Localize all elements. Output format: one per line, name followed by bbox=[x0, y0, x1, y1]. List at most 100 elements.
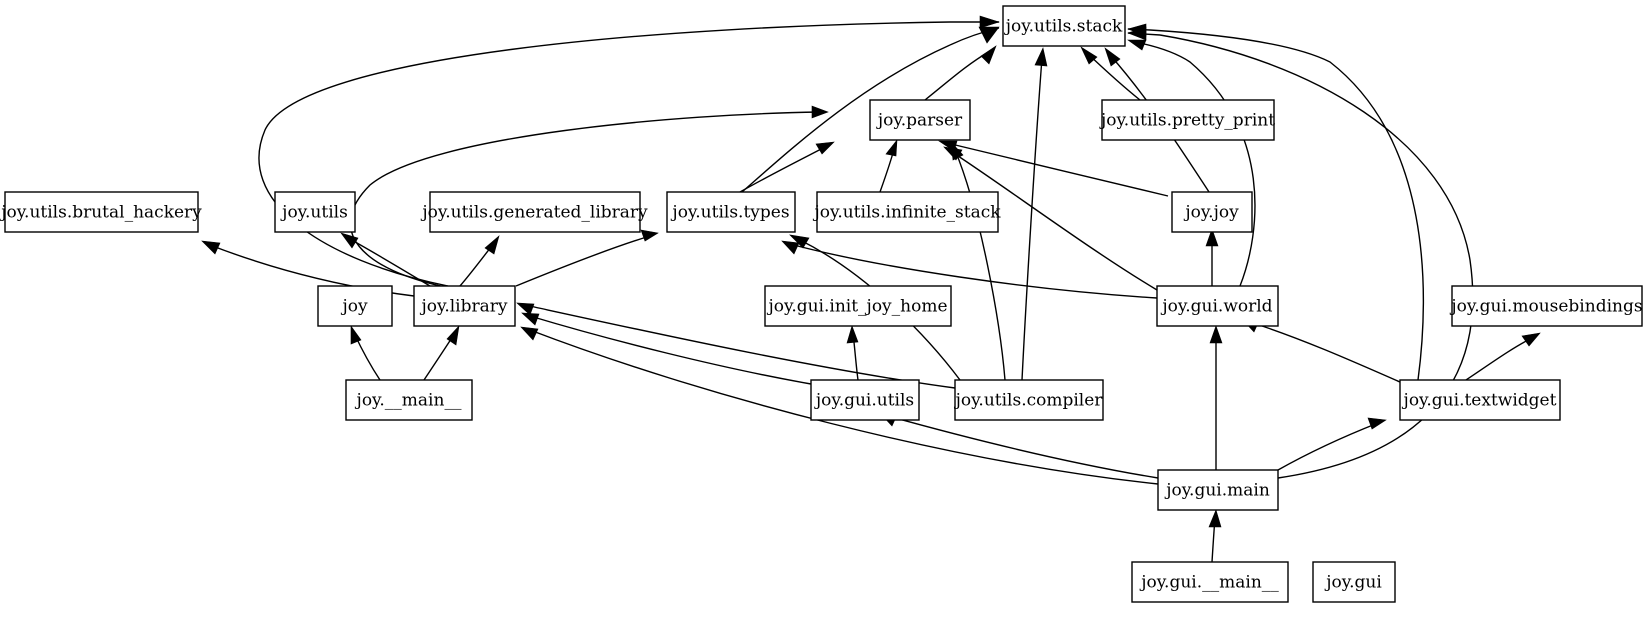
node-joy.parser[interactable]: joy.parser bbox=[869, 99, 971, 141]
arrowhead bbox=[978, 26, 1000, 44]
node-box[interactable] bbox=[274, 191, 356, 233]
node-label: joy.gui.utils bbox=[814, 391, 914, 411]
arrowhead bbox=[484, 235, 500, 255]
edge-joy.utils.types-to-joy.utils.stack-b bbox=[949, 27, 1000, 46]
arrowhead bbox=[789, 234, 810, 249]
node-label: joy.joy bbox=[1183, 203, 1239, 223]
edge-joy.parser-to-joy.utils.stack bbox=[924, 50, 991, 101]
node-box[interactable] bbox=[816, 191, 999, 233]
node-joy.utils.generated_library[interactable]: joy.utils.generated_library bbox=[420, 191, 648, 233]
node-label: joy.gui.__main__ bbox=[1139, 573, 1279, 593]
node-label: joy.utils.stack bbox=[1004, 17, 1123, 37]
node-joy.utils.compiler[interactable]: joy.utils.compiler bbox=[954, 379, 1104, 421]
edge-joy.joy-to-joy.parser bbox=[946, 142, 1169, 197]
edge-joy.gui.main-to-joy.library bbox=[529, 329, 1159, 485]
node-label: joy.utils.infinite_stack bbox=[812, 203, 1001, 223]
arrowhead bbox=[1521, 332, 1541, 347]
node-joy.library[interactable]: joy.library bbox=[413, 285, 516, 327]
node-box[interactable] bbox=[413, 285, 516, 327]
arrowhead bbox=[516, 302, 535, 316]
node-joy.utils.pretty_print[interactable]: joy.utils.pretty_print bbox=[1099, 99, 1275, 141]
edge-joy.utils.compiler-to-joy.parser bbox=[954, 149, 1006, 381]
node-box[interactable] bbox=[1399, 379, 1561, 421]
node-joy.gui.utils[interactable]: joy.gui.utils bbox=[810, 379, 920, 421]
node-box[interactable] bbox=[1156, 285, 1279, 327]
edge-joy.library-to-joy.utils.stack bbox=[258, 21, 951, 287]
node-box[interactable] bbox=[869, 99, 971, 141]
node-box[interactable] bbox=[666, 191, 796, 233]
arrowhead bbox=[1127, 39, 1147, 51]
node-box[interactable] bbox=[1131, 561, 1289, 603]
edge-joy.gui.utils-to-joy.library bbox=[529, 315, 812, 385]
node-joy.gui.textwidget[interactable]: joy.gui.textwidget bbox=[1399, 379, 1561, 421]
node-label: joy.utils.compiler bbox=[954, 391, 1104, 411]
arrowhead bbox=[1080, 46, 1098, 65]
edge-joy.gui.main-to-joy.gui.utils bbox=[887, 415, 1159, 479]
node-joy[interactable]: joy bbox=[317, 285, 393, 327]
node-joy.utils[interactable]: joy.utils bbox=[274, 191, 356, 233]
node-box[interactable] bbox=[317, 285, 393, 327]
node-box[interactable] bbox=[764, 285, 952, 327]
edge-joy.library-to-joy.parser bbox=[349, 111, 821, 289]
node-joy.utils.types[interactable]: joy.utils.types bbox=[666, 191, 796, 233]
node-box[interactable] bbox=[4, 191, 199, 233]
node-label: joy.utils.types bbox=[670, 203, 789, 223]
arrowhead bbox=[811, 105, 829, 119]
node-joy.gui.main[interactable]: joy.gui.main bbox=[1157, 469, 1279, 511]
node-box[interactable] bbox=[1171, 191, 1253, 233]
node-label: joy.utils.brutal_hackery bbox=[0, 203, 202, 223]
node-label: joy.gui.main bbox=[1164, 481, 1270, 501]
arrowhead bbox=[640, 229, 659, 242]
node-box[interactable] bbox=[1312, 561, 1396, 603]
node-box[interactable] bbox=[429, 191, 641, 233]
arrowhead bbox=[943, 146, 963, 161]
node-box[interactable] bbox=[1002, 5, 1126, 47]
edge-joy.gui.main-to-joy.utils.stack-tail bbox=[1127, 32, 1161, 36]
arrowhead bbox=[781, 240, 800, 255]
node-box[interactable] bbox=[810, 379, 920, 421]
arrowhead bbox=[980, 45, 997, 65]
node-box[interactable] bbox=[1451, 285, 1643, 327]
node-joy.__main__[interactable]: joy.__main__ bbox=[345, 379, 473, 421]
node-joy.gui.__main__[interactable]: joy.gui.__main__ bbox=[1131, 561, 1289, 603]
arrowhead bbox=[815, 141, 835, 155]
edge-joy.gui.main-to-joy.utils.stack bbox=[1159, 34, 1474, 479]
edge-joy.gui.world-to-joy.utils.types bbox=[789, 243, 1158, 299]
node-box[interactable] bbox=[1157, 469, 1279, 511]
arrowhead bbox=[1208, 509, 1222, 528]
node-label: joy bbox=[340, 297, 368, 317]
arrowhead bbox=[1104, 47, 1121, 67]
arrowhead bbox=[1205, 228, 1219, 247]
node-joy.utils.stack[interactable]: joy.utils.stack bbox=[1002, 5, 1126, 47]
edge-joy.gui.world-to-joy.utils.stack bbox=[1134, 41, 1256, 287]
node-joy.gui.mousebindings[interactable]: joy.gui.mousebindings bbox=[1449, 285, 1643, 327]
arrowhead bbox=[520, 326, 539, 341]
node-label: joy.gui bbox=[1324, 573, 1382, 593]
node-joy.gui.world[interactable]: joy.gui.world bbox=[1156, 285, 1279, 327]
node-box[interactable] bbox=[1101, 99, 1275, 141]
edge-joy.utils.types-to-joy.parser bbox=[739, 145, 828, 193]
arrowhead bbox=[521, 312, 540, 326]
edge-joy.library-to-joy.utils bbox=[347, 237, 431, 287]
node-box[interactable] bbox=[954, 379, 1104, 421]
arrowhead bbox=[201, 240, 221, 255]
arrowhead bbox=[885, 139, 898, 157]
node-joy.utils.infinite_stack[interactable]: joy.utils.infinite_stack bbox=[812, 191, 1001, 233]
arrowhead bbox=[446, 325, 460, 346]
edge-layer bbox=[201, 15, 1541, 563]
edge-joy.gui.textwidget-to-joy.gui.world bbox=[1249, 321, 1401, 383]
node-label: joy.utils.generated_library bbox=[420, 203, 648, 223]
node-label: joy.gui.textwidget bbox=[1402, 391, 1557, 411]
node-joy.gui[interactable]: joy.gui bbox=[1312, 561, 1396, 603]
edge-joy.gui.world-to-joy.parser bbox=[951, 151, 1158, 291]
edge-joy.utils.types-to-joy.utils.stack bbox=[741, 44, 951, 193]
node-joy.joy[interactable]: joy.joy bbox=[1171, 191, 1253, 233]
node-label: joy.gui.mousebindings bbox=[1449, 297, 1642, 317]
edge-joy.gui.textwidget-to-joy.utils.stack bbox=[1149, 29, 1425, 381]
node-joy.utils.brutal_hackery[interactable]: joy.utils.brutal_hackery bbox=[0, 191, 202, 233]
node-joy.gui.init_joy_home[interactable]: joy.gui.init_joy_home bbox=[764, 285, 952, 327]
node-layer: joy.utils.stack joy.parser joy.utils.prett… bbox=[0, 5, 1643, 603]
arrowhead bbox=[350, 325, 362, 345]
node-box[interactable] bbox=[345, 379, 473, 421]
